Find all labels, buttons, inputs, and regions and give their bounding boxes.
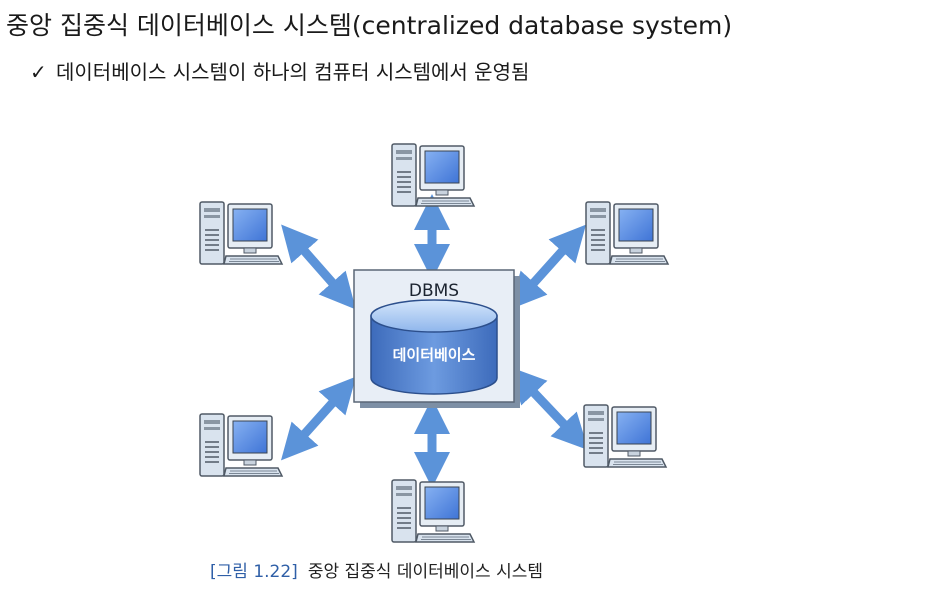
connection-arrows [280, 194, 589, 488]
computer-node-top-right [585, 201, 669, 265]
check-icon: ✓ [30, 60, 47, 84]
arrow-top-right [509, 224, 587, 310]
computer-node-bottom [391, 479, 475, 543]
arrow-top-left [281, 224, 356, 310]
figure-caption-text: 중앙 집중식 데이터베이스 시스템 [307, 562, 543, 582]
database-cylinder: 데이터베이스 [370, 299, 498, 395]
figure-caption: [그림 1.22] 중앙 집중식 데이터베이스 시스템 [210, 561, 543, 583]
dbms-server: DBMS 데이터베이스 [353, 269, 520, 408]
bullet-point: ✓ 데이터베이스 시스템이 하나의 컴퓨터 시스템에서 운영됨 [30, 58, 529, 86]
computer-node-bottom-right [583, 404, 667, 468]
computer-node-top [391, 143, 475, 207]
bullet-text: 데이터베이스 시스템이 하나의 컴퓨터 시스템에서 운영됨 [56, 60, 530, 84]
dbms-label: DBMS [409, 281, 459, 301]
figure-number: [그림 1.22] [210, 562, 298, 582]
arrow-bottom-right [509, 366, 589, 451]
computer-node-top-left [199, 201, 283, 265]
page-title: 중앙 집중식 데이터베이스 시스템(centralized database s… [6, 11, 733, 40]
arrow-bottom-left [280, 376, 357, 461]
database-label: 데이터베이스 [393, 346, 476, 364]
computer-node-bottom-left [199, 413, 283, 477]
